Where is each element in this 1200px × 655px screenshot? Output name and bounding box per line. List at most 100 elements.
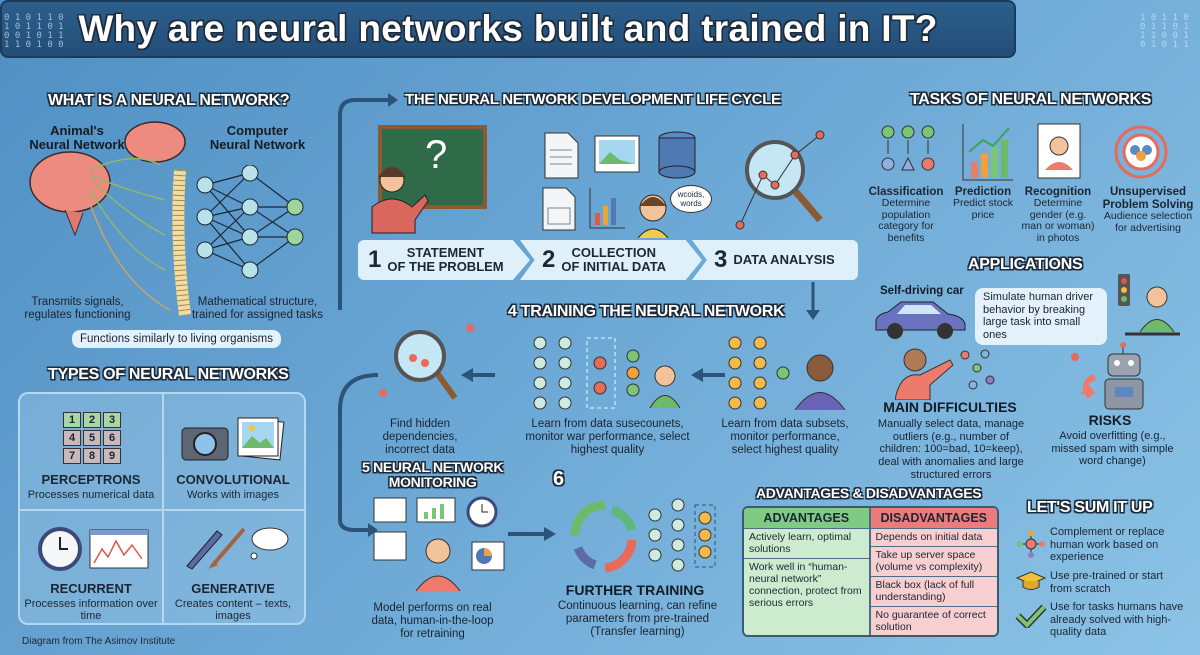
risks-desc: Avoid overfitting (e.g., missed spam wit…	[1051, 430, 1174, 468]
driver-traffic-light-icon	[1118, 274, 1180, 336]
type-recurrent: RECURRENT Processes information over tim…	[20, 509, 162, 624]
further-heading: FURTHER TRAINING	[565, 582, 705, 598]
car-bubble: Simulate human driver behavior by breaki…	[975, 288, 1107, 345]
advantages-column: ADVANTAGES Actively learn, optimal solut…	[744, 508, 871, 635]
further-number: 6	[553, 468, 564, 490]
training-caption-1: Find hidden dependencies, incorrect data	[382, 418, 458, 457]
car-icon	[875, 301, 966, 339]
keypad-key: 6	[103, 430, 121, 446]
computer-network-icon	[196, 165, 304, 279]
keypad-key: 9	[103, 448, 121, 464]
disadvantage-item: Depends on initial data	[870, 528, 997, 546]
car-label: Self-driving car	[880, 285, 964, 297]
task-desc: Determine population category for benefi…	[878, 197, 934, 244]
summary-item: Use for tasks humans have already solved…	[1050, 601, 1184, 639]
retraining-cycle-icon	[570, 498, 716, 573]
flow-arrow	[338, 93, 398, 537]
disadvantages-column: DISADVANTAGES Depends on initial data Ta…	[870, 508, 997, 635]
type-desc: Works with images	[186, 489, 280, 501]
type-desc: Creates content – texts, images	[174, 597, 292, 623]
type-desc: Processes information over time	[24, 597, 158, 623]
monitoring-dashboard-icon	[373, 496, 505, 591]
types-heading: TYPES OF NEURAL NETWORKS	[48, 366, 289, 383]
keypad-key: 5	[83, 430, 101, 446]
advantages-header: ADVANTAGES	[744, 508, 869, 528]
computer-network-label: Computer Neural Network	[209, 123, 306, 153]
advantage-item: Actively learn, optimal solutions	[744, 528, 869, 558]
graduation-cap-icon	[1015, 571, 1047, 590]
further-caption: Continuous learning, can refine paramete…	[557, 600, 718, 639]
checkmark-icon	[1015, 604, 1047, 628]
type-title: PERCEPTRONS	[41, 472, 141, 487]
risks-title: RISKS	[1088, 412, 1132, 428]
task-title: Prediction	[954, 186, 1012, 198]
keypad-key: 7	[63, 448, 81, 464]
pros-cons-heading: ADVANTAGES & DISADVANTAGES	[756, 485, 982, 501]
similarity-callout: Functions similarly to living organisms	[72, 330, 282, 348]
question-mark: ?	[425, 133, 448, 177]
type-convolutional: CONVOLUTIONAL Works with images	[162, 394, 304, 509]
task-title: Classification	[868, 186, 944, 198]
robot-icon	[1071, 342, 1144, 410]
step-number: 2	[542, 246, 556, 274]
task-title: Unsupervised Problem Solving	[1102, 186, 1194, 211]
pen-brush-cloud-icon	[186, 527, 289, 570]
keypad-key: 4	[63, 430, 81, 446]
binary-decoration: 1 0 1 1 0 0 1 1 0 1 1 1 0 0 1 0 1 0 1 1	[1140, 13, 1189, 50]
training-caption-2: Learn from data susecounets, monitor war…	[525, 418, 690, 457]
keypad-key: 3	[103, 412, 121, 428]
step-label: COLLECTION OF INITIAL DATA	[561, 245, 667, 274]
animal-caption: Transmits signals, regulates functioning	[24, 296, 131, 322]
chalkboard-teacher-icon	[371, 125, 487, 234]
disadvantage-item: Black box (lack of full understanding)	[870, 575, 997, 606]
summary-item: Complement or replace human work based o…	[1050, 526, 1165, 564]
lifecycle-heading: THE NEURAL NETWORK DEVELOPMENT LIFE CYCL…	[405, 91, 781, 108]
disadvantage-item: No guarantee of correct solution	[870, 605, 997, 635]
tasks-heading: TASKS OF NEURAL NETWORKS	[910, 91, 1152, 108]
down-arrow	[806, 282, 820, 320]
animal-network-label: Animal's Neural Network	[29, 123, 125, 153]
difficulties-title: MAIN DIFFICULTIES	[883, 399, 1017, 415]
what-is-heading: WHAT IS A NEURAL NETWORK?	[48, 92, 290, 109]
monitoring-heading: 5 NEURAL NETWORK MONITORING	[362, 459, 504, 491]
type-title: CONVOLUTIONAL	[176, 472, 290, 487]
network-nodes-icon	[1017, 530, 1045, 558]
type-title: RECURRENT	[50, 580, 132, 596]
advantage-item: Work well in “human-neural network” conn…	[744, 558, 869, 635]
pros-cons-table: ADVANTAGES Actively learn, optimal solut…	[742, 506, 999, 637]
summary-item: Use pre-trained or start from scratch	[1050, 570, 1164, 595]
difficulties-desc: Manually select data, manage outliers (e…	[877, 418, 1025, 481]
training-caption-3: Learn from data subsets, monitor perform…	[721, 418, 849, 457]
keypad-key: 2	[83, 412, 101, 428]
type-title: GENERATIVE	[191, 580, 275, 596]
applications-heading: APPLICATIONS	[968, 256, 1083, 273]
type-generative: GENERATIVE Creates content – texts, imag…	[162, 509, 304, 624]
computer-caption: Mathematical structure, trained for assi…	[191, 296, 324, 322]
disadvantages-header: DISADVANTAGES	[870, 508, 997, 528]
clock-chart-icon	[38, 526, 149, 571]
step-label: DATA ANALYSIS	[733, 252, 835, 268]
task-desc: Predict stock price	[952, 197, 1014, 221]
training-illustrations	[379, 324, 845, 410]
title-banner: Why are neural networks built and traine…	[0, 0, 1016, 58]
brain-spine-icon	[29, 121, 191, 316]
step-number: 1	[368, 246, 382, 274]
camera-photo-icon	[181, 417, 285, 461]
type-desc: Processes numerical data	[27, 489, 155, 501]
keypad-key: 8	[83, 448, 101, 464]
data-selection-person-icon	[895, 348, 995, 400]
task-desc: Audience selection for advertising	[1103, 210, 1193, 234]
speech-bubble: wcoids, words	[670, 185, 712, 213]
monitoring-caption: Model performs on real data, human-in-th…	[371, 602, 494, 641]
data-collection-icons	[542, 131, 696, 238]
summary-heading: LET'S SUM IT UP	[1027, 499, 1153, 516]
